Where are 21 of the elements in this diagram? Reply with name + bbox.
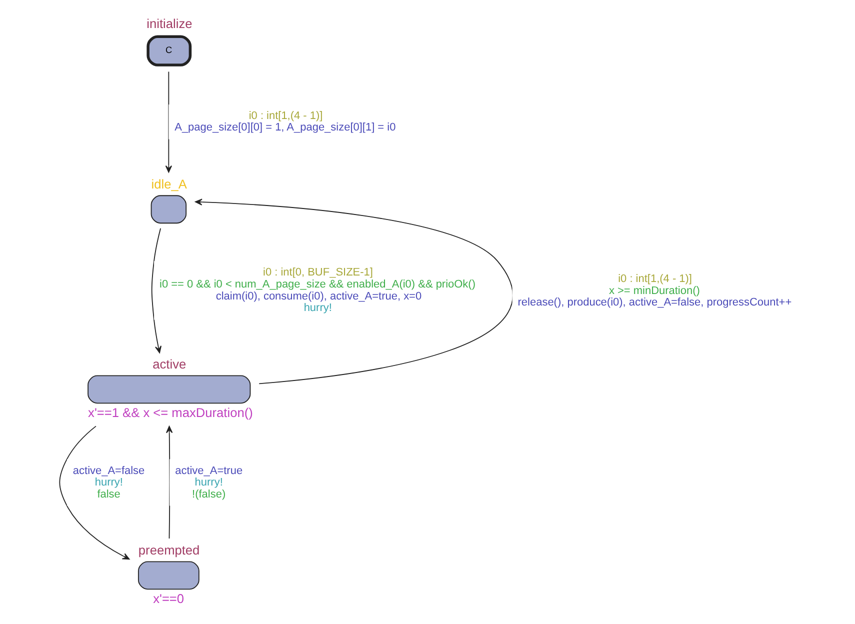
edge-label: x >= minDuration() <box>608 284 700 297</box>
edge-label: active_A=true <box>174 464 242 477</box>
edge-label: claim(i0), consume(i0), active_A=true, x=0 <box>215 290 422 302</box>
node-label: x'==0 <box>152 591 184 606</box>
edge-label: release(), produce(i0), active_A=false, progressCount++ <box>517 296 792 309</box>
edge-label: active_A=false <box>72 464 144 477</box>
edge-label: false <box>96 488 120 501</box>
edge-label: A_page_size[0][0] = 1, A_page_size[0][1] = i0 <box>174 122 396 134</box>
node-label: preempted <box>138 542 200 558</box>
node-label: x'==1 && x <= maxDuration() <box>88 405 252 420</box>
node-label: initialize <box>146 16 192 32</box>
edge-label: hurry! <box>194 476 222 489</box>
edge-label: hurry! <box>94 476 122 489</box>
node-label: idle_A <box>150 176 186 192</box>
edge-label: !(false) <box>192 488 226 501</box>
edge-label: i0 : int[1,(4 - 1)] <box>248 110 322 122</box>
node-label: active <box>152 356 186 372</box>
edge-label: i0 : int[1,(4 - 1)] <box>618 272 692 285</box>
edge-label: hurry! <box>303 302 332 314</box>
edge-label: i0 == 0 && i0 < num_A_page_size && enabled_A(i0) && prioOk() <box>159 278 475 290</box>
edge-label: i0 : int[0, BUF_SIZE-1] <box>262 266 372 278</box>
